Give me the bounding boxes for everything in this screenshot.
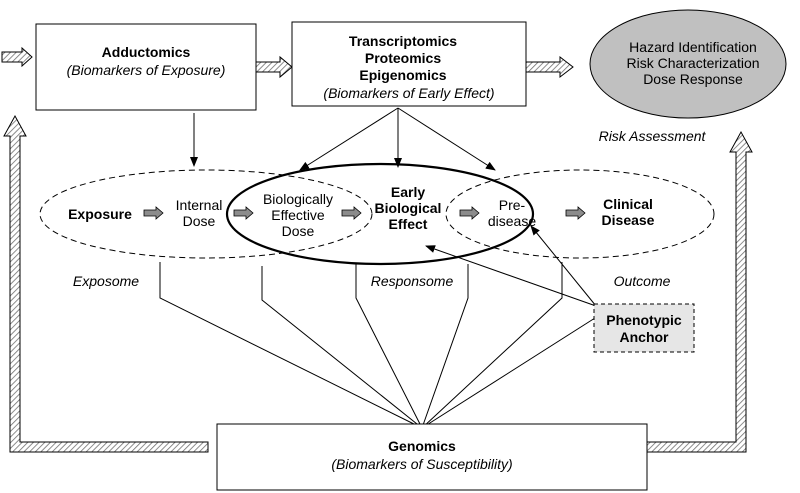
- omics-subtitle: (Biomarkers of Early Effect): [323, 85, 494, 101]
- phenotypic-anchor-box: Phenotypic Anchor: [593, 303, 695, 353]
- chain-arrow-bed-to-effect: [341, 206, 362, 220]
- chain-arrow-predisease-to-clinical: [565, 206, 586, 220]
- label-outcome: Outcome: [614, 273, 671, 289]
- adductomics-subtitle: (Biomarkers of Exposure): [67, 62, 226, 78]
- chain-arrow-effect-to-predisease: [459, 206, 480, 220]
- label-responsome: Responsome: [371, 273, 454, 289]
- arrow-omics-to-bed: [299, 107, 399, 171]
- adductomics-title: Adductomics: [102, 44, 191, 60]
- omics-line-transcriptomics: Transcriptomics: [349, 33, 457, 49]
- outcome-dashed-ellipse: [445, 169, 715, 259]
- risk-line-characterization: Risk Characterization: [626, 55, 759, 71]
- genomics-title: Genomics: [388, 438, 456, 454]
- risk-line-dose-response: Dose Response: [643, 71, 743, 87]
- node-bed-line3: Dose: [282, 223, 315, 239]
- node-internal-dose-line1: Internal: [176, 197, 223, 213]
- hatched-feedback-loop-left: [3, 114, 209, 453]
- hatched-feedback-loop-right: [646, 130, 753, 453]
- phenotypic-anchor-line2: Anchor: [620, 329, 670, 345]
- label-exposome: Exposome: [73, 273, 139, 289]
- hatched-arrow-adductomics-to-omics: [255, 55, 293, 79]
- node-clinical-line1: Clinical: [603, 196, 653, 212]
- node-early-effect-line2: Biological: [375, 200, 442, 216]
- hatched-arrow-omics-to-risk: [525, 55, 574, 79]
- omics-box: Transcriptomics Proteomics Epigenomics (…: [291, 21, 527, 107]
- risk-assessment-label: Risk Assessment: [599, 128, 707, 144]
- node-internal-dose-line2: Dose: [183, 213, 216, 229]
- genomics-box: Genomics (Biomarkers of Susceptibility): [216, 423, 648, 491]
- chain-arrow-exposure-to-internal: [143, 206, 164, 220]
- chain-arrow-internal-to-bed: [233, 206, 254, 220]
- arrow-anchor-to-predisease: [530, 225, 597, 307]
- genomics-connectors: [159, 262, 596, 429]
- phenotypic-anchor-line1: Phenotypic: [606, 312, 682, 328]
- node-predisease-line1: Pre-: [499, 197, 526, 213]
- arrow-omics-to-predisease: [397, 107, 496, 171]
- node-exposure: Exposure: [68, 206, 132, 222]
- adductomics-box: Adductomics (Biomarkers of Exposure): [35, 23, 257, 111]
- responsome-bold-ellipse: [225, 162, 535, 266]
- node-bed-line1: Biologically: [263, 191, 333, 207]
- genomics-subtitle: (Biomarkers of Susceptibility): [331, 456, 512, 472]
- exposome-dashed-ellipse: [39, 169, 373, 259]
- hatched-arrow-left-entry: [1, 46, 33, 68]
- risk-line-hazard: Hazard Identification: [629, 39, 757, 55]
- omics-line-epigenomics: Epigenomics: [359, 67, 446, 83]
- node-early-effect-line1: Early: [391, 184, 425, 200]
- node-predisease-line2: disease: [488, 213, 536, 229]
- omics-line-proteomics: Proteomics: [365, 50, 441, 66]
- node-bed-line2: Effective: [271, 207, 325, 223]
- node-early-effect-line3: Effect: [389, 216, 428, 232]
- risk-assessment-ellipse: Hazard Identification Risk Characterizat…: [589, 9, 787, 119]
- node-clinical-line2: Disease: [602, 212, 655, 228]
- arrow-anchor-to-early-effect: [425, 245, 597, 307]
